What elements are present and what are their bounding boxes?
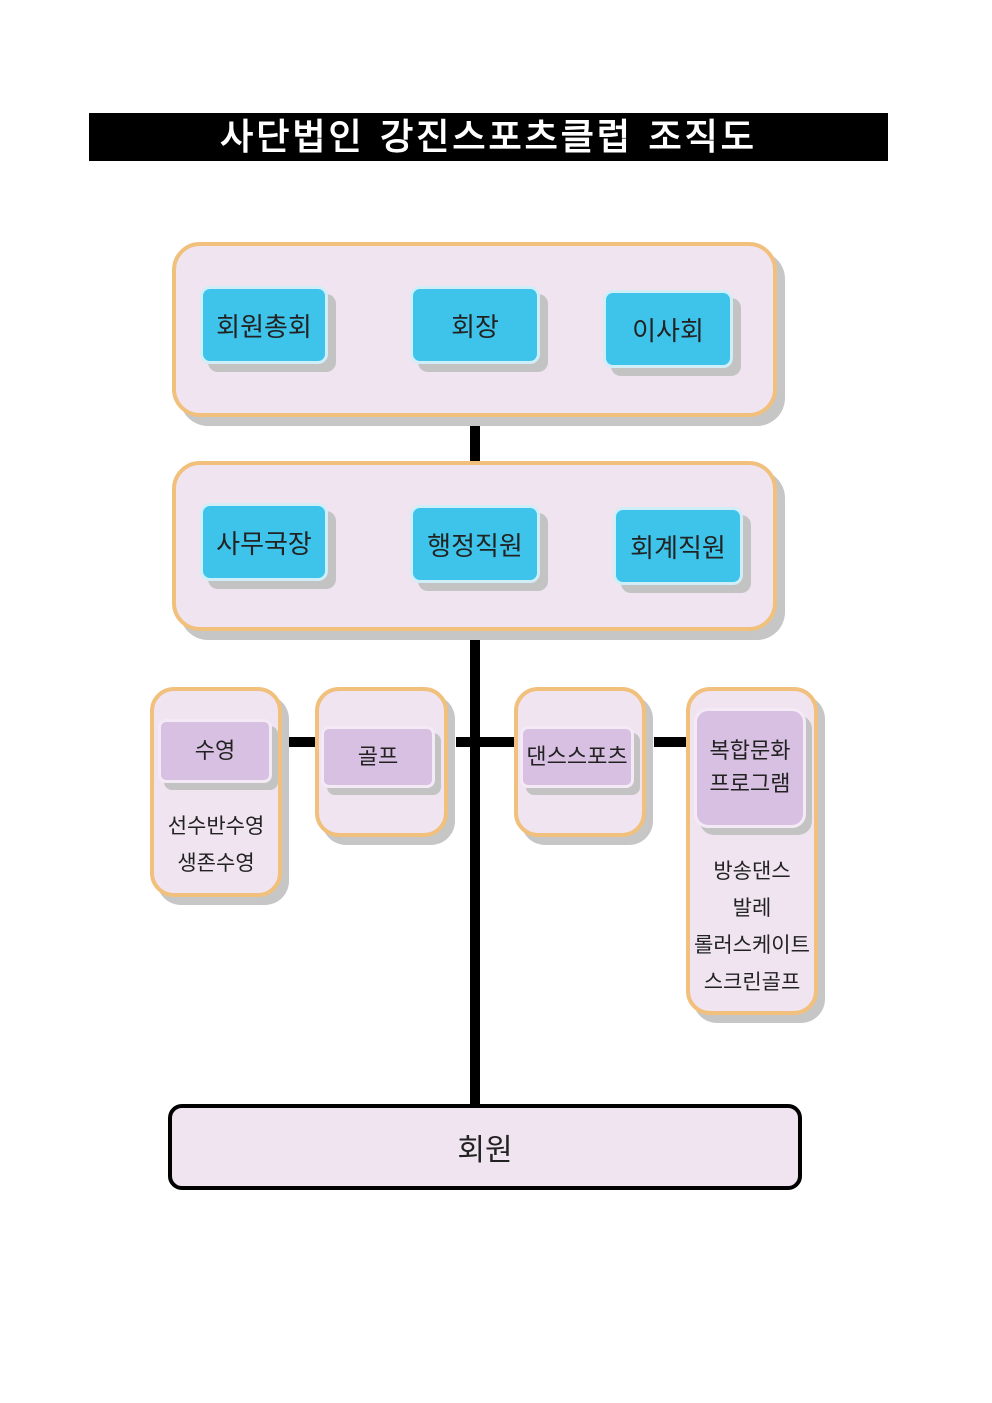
list-item: 선수반수영 [167,814,265,838]
connector-trunk [470,636,480,1106]
secretary-general-box: 사무국장 [200,503,328,581]
cultural-programs-label: 복합문화 프로그램 [694,708,806,828]
list-item: 방송댄스 [713,859,791,883]
president-box: 회장 [410,286,540,364]
list-item: 스크린골프 [703,970,801,994]
cultural-programs-items: 방송댄스 발레 롤러스케이트 스크린골프 [686,853,818,1001]
admin-staff-box: 행정직원 [410,505,540,583]
dancesports-label: 댄스스포츠 [520,726,634,788]
list-item: 생존수영 [177,851,255,875]
page-title: 사단법인 강진스포츠클럽 조직도 [89,113,888,161]
swimming-items: 선수반수영 생존수영 [150,808,282,882]
connector-top [470,420,480,462]
list-item: 발레 [732,896,772,920]
cultural-programs-label-line2: 프로그램 [709,772,791,797]
connector-golf-trunk [456,737,516,747]
connector-dance-cultural [654,737,687,747]
golf-label: 골프 [321,726,435,788]
members-box: 회원 [168,1104,802,1190]
swimming-label: 수영 [158,719,272,783]
general-assembly-box: 회원총회 [200,286,328,364]
accounting-staff-box: 회계직원 [613,507,743,585]
list-item: 롤러스케이트 [694,933,810,957]
cultural-programs-label-line1: 복합문화 [709,739,791,764]
board-box: 이사회 [603,290,733,368]
connector-swim-golf [288,737,315,747]
